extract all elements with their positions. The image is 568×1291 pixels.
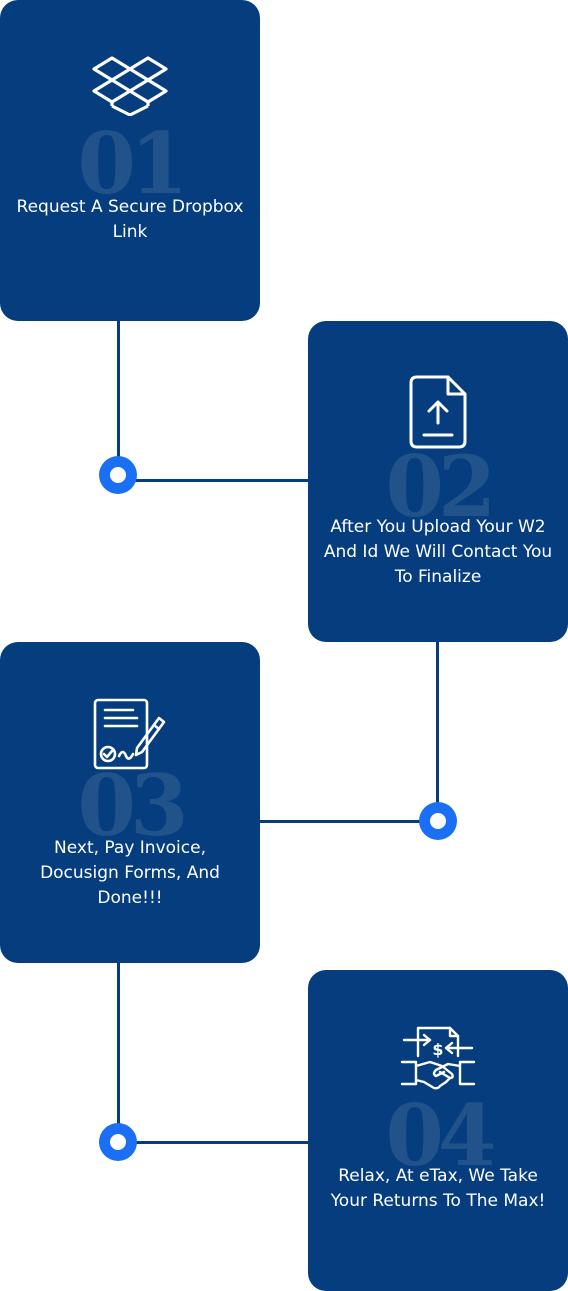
file-upload-icon bbox=[408, 375, 468, 453]
connector-vertical-2 bbox=[436, 638, 439, 822]
connector-vertical-3 bbox=[117, 960, 120, 1142]
step-card-2: 02 After You Upload Your W2 And Id We Wi… bbox=[308, 321, 568, 642]
connector-horizontal-2 bbox=[258, 820, 438, 823]
document-sign-icon bbox=[93, 698, 167, 774]
connector-horizontal-1 bbox=[118, 479, 310, 482]
connector-horizontal-3 bbox=[118, 1141, 310, 1144]
connector-vertical-1 bbox=[117, 318, 120, 478]
step-text: After You Upload Your W2 And Id We Will … bbox=[323, 517, 553, 587]
svg-text:$: $ bbox=[432, 1040, 443, 1059]
dropbox-icon bbox=[92, 56, 168, 120]
step-number: 04 bbox=[385, 1086, 497, 1185]
step-text: Request A Secure Dropbox Link bbox=[16, 197, 244, 242]
step-text: Relax, At eTax, We Take Your Returns To … bbox=[330, 1166, 546, 1211]
step-number: 01 bbox=[77, 114, 189, 213]
timeline-dot-1 bbox=[99, 456, 137, 494]
handshake-money-icon: $ bbox=[400, 1026, 476, 1094]
step-number: 02 bbox=[385, 437, 497, 536]
step-card-3: 03 Next, Pay Invoice, Docusign Forms, An… bbox=[0, 642, 260, 963]
step-text: Next, Pay Invoice, Docusign Forms, And D… bbox=[40, 838, 220, 908]
step-number: 03 bbox=[77, 756, 189, 855]
timeline-dot-3 bbox=[99, 1123, 137, 1161]
timeline-dot-2 bbox=[419, 802, 457, 840]
step-card-1: 01 Request A Secure Dropbox Link bbox=[0, 0, 260, 321]
step-card-4: $ 04 Relax, At eTax, We Take Your Return… bbox=[308, 970, 568, 1291]
